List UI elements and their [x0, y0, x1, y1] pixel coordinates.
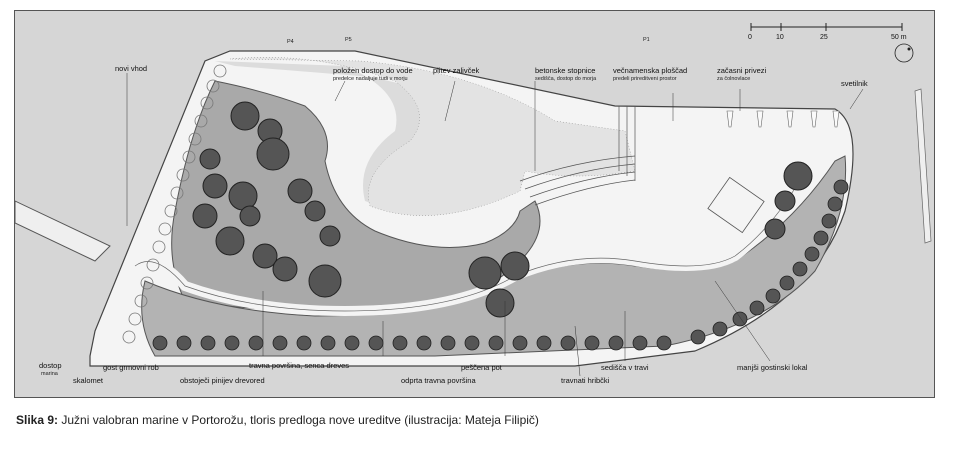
tree-icon [512, 335, 528, 351]
section-mark: P4 [287, 39, 294, 45]
tree-icon [224, 335, 240, 351]
tree-icon [584, 335, 600, 351]
label-betonske-stopnice: betonske stopnice [535, 66, 595, 75]
label-vecnamenska-ploscad-sub: predeli prireditveni prostor [613, 76, 677, 82]
label-vecnamenska-ploscad: večnamenska ploščad [613, 66, 687, 75]
label-odprta-travna: odprta travna površina [401, 376, 476, 385]
tree-icon [827, 196, 843, 212]
tree-icon [200, 335, 216, 351]
label-betonske-stopnice-sub: sedišča, dostop do morja [535, 76, 597, 82]
label-travnati-hribcki: travnati hribčki [561, 376, 610, 385]
tree-icon [416, 335, 432, 351]
site-plan-drawing: 0 10 25 50 m P4 P5 P1 novi vhod položen … [15, 11, 934, 397]
tree-icon [152, 335, 168, 351]
label-polozen-dostop-sub: predelce nadaljuje tudi v morju [333, 76, 408, 82]
figure-caption: Slika 9: Južni valobran marine v Portoro… [16, 413, 539, 427]
tree-icon [712, 321, 728, 337]
caption-label: Slika 9: [16, 413, 59, 427]
label-novi-vhod: novi vhod [115, 64, 147, 73]
tree-icon [821, 213, 837, 229]
site-plan-figure: 0 10 25 50 m P4 P5 P1 novi vhod položen … [14, 10, 935, 398]
north-arrow-icon [894, 43, 914, 63]
tree-icon [560, 335, 576, 351]
label-dostop: dostop [39, 361, 62, 370]
tree-icon [176, 335, 192, 351]
scale-tick: 50 m [891, 34, 907, 41]
tree-icon [368, 335, 384, 351]
tree-icon [833, 179, 849, 195]
label-svetilnik: svetilnik [841, 79, 868, 88]
tree-icon [296, 335, 312, 351]
tree-icon [248, 335, 264, 351]
tree-icon [732, 311, 748, 327]
label-obstojeci-piniji: obstoječi pinijev drevored [180, 376, 265, 385]
scale-tick: 25 [820, 34, 828, 41]
tree-icon [656, 335, 672, 351]
caption-text: Južni valobran marine v Portorožu, tlori… [58, 413, 539, 427]
tree-icon [632, 335, 648, 351]
tree-icon [488, 335, 504, 351]
label-plitev-zalivcek: plitev zalivček [433, 66, 480, 75]
section-mark: P5 [345, 37, 352, 43]
label-sedisca-v-travi: sedišča v travi [601, 363, 649, 372]
tree-icon [392, 335, 408, 351]
tree-icon [779, 275, 795, 291]
label-travna-povrsina: travna površina, senca dreves [249, 361, 349, 370]
tree-icon [440, 335, 456, 351]
label-pescena-pot: peščena pot [461, 363, 503, 372]
tree-icon [690, 329, 706, 345]
tree-icon [344, 335, 360, 351]
tree-icon [804, 246, 820, 262]
label-skalomet: skalomet [73, 376, 104, 385]
tree-icon [272, 335, 288, 351]
scale-bar: 0 10 25 50 m [748, 23, 914, 63]
label-manjsi-gostinski: manjši gostinski lokal [737, 363, 808, 372]
scale-tick: 0 [748, 34, 752, 41]
tree-icon [749, 300, 765, 316]
tree-icon [765, 288, 781, 304]
tree-icon [536, 335, 552, 351]
tree-icon [813, 230, 829, 246]
label-gost-grmovni-rob: gost grmovni rob [103, 363, 159, 372]
tree-icon [464, 335, 480, 351]
tree-icon [608, 335, 624, 351]
scale-tick: 10 [776, 34, 784, 41]
tree-icon [320, 335, 336, 351]
tree-icon [792, 261, 808, 277]
label-zacasni-privezi-sub: za čolnovlace [717, 76, 750, 82]
label-polozen-dostop: položen dostop do vode [333, 66, 413, 75]
section-mark: P1 [643, 37, 650, 43]
label-dostop-sub: marina [41, 371, 59, 377]
label-zacasni-privezi: začasni privezi [717, 66, 767, 75]
